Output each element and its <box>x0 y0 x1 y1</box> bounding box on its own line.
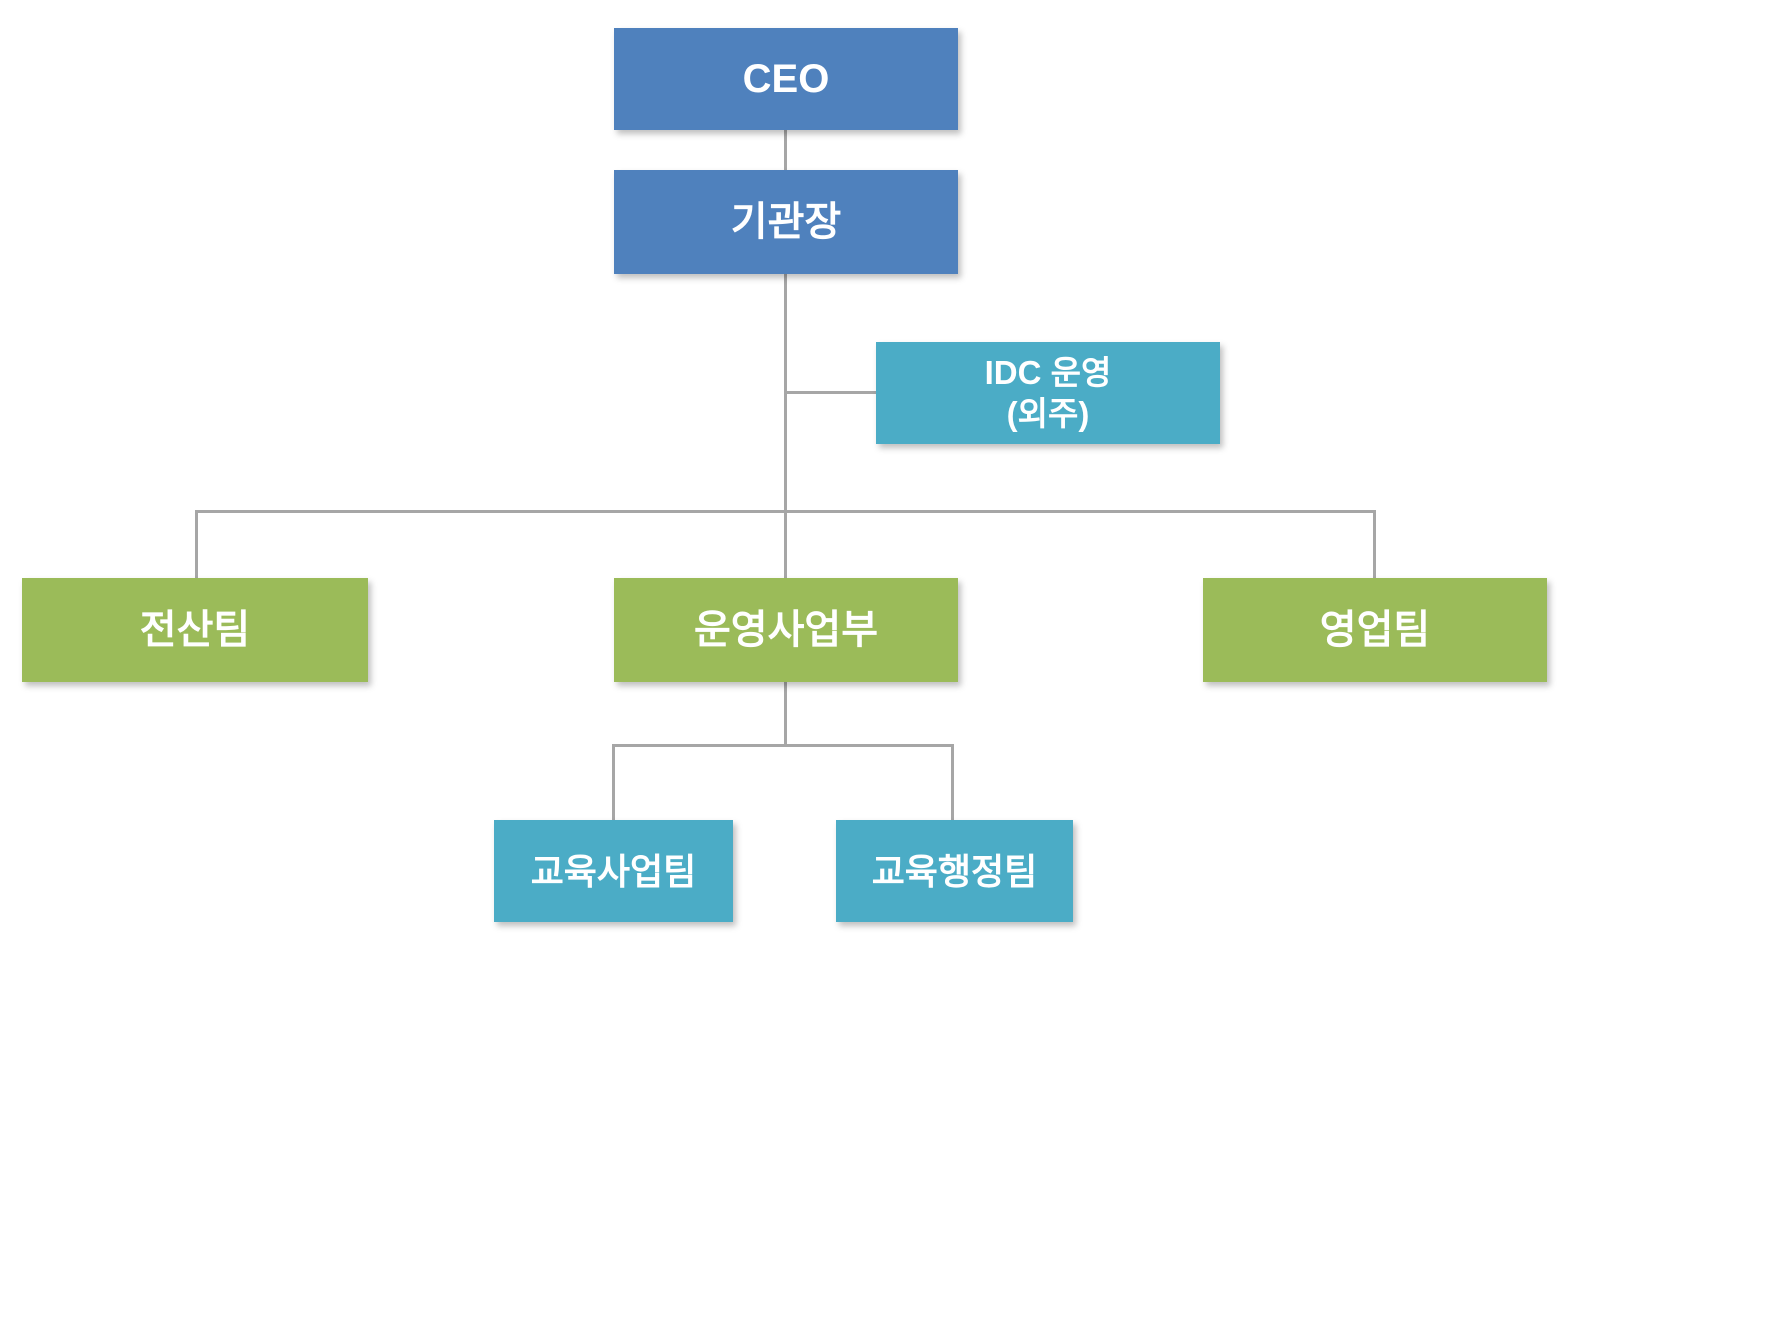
connector-drop-edu-business <box>612 744 615 820</box>
connector-drop-sales-team <box>1373 510 1376 578</box>
connector-drop-it-team <box>195 510 198 578</box>
node-ceo: CEO <box>614 28 958 130</box>
node-education-admin-team: 교육행정팀 <box>836 820 1073 922</box>
node-sales-team: 영업팀 <box>1203 578 1547 682</box>
node-it-team-label: 전산팀 <box>139 608 251 652</box>
connector-idc-branch <box>784 391 876 394</box>
connector-director-trunk <box>784 274 787 578</box>
node-idc-label-line2: (외주) <box>1006 395 1090 432</box>
node-education-admin-team-label: 교육행정팀 <box>871 850 1038 892</box>
connector-drop-edu-admin <box>951 744 954 820</box>
connector-level3-horizontal <box>612 744 954 747</box>
node-ceo-label: CEO <box>742 57 830 101</box>
node-operations-division-label: 운영사업부 <box>694 608 878 652</box>
node-sales-team-label: 영업팀 <box>1319 608 1431 652</box>
node-director: 기관장 <box>614 170 958 274</box>
connector-ops-trunk <box>784 682 787 745</box>
node-operations-division: 운영사업부 <box>614 578 958 682</box>
connector-ceo-director <box>784 130 787 170</box>
node-it-team: 전산팀 <box>22 578 368 682</box>
node-idc-label-line1: IDC 운영 <box>984 353 1112 391</box>
node-education-business-team: 교육사업팀 <box>494 820 733 922</box>
node-director-label: 기관장 <box>730 200 842 244</box>
node-education-business-team-label: 교육사업팀 <box>530 850 697 892</box>
node-idc-operations: IDC 운영 (외주) <box>876 342 1220 444</box>
connector-level2-horizontal <box>195 510 1376 513</box>
